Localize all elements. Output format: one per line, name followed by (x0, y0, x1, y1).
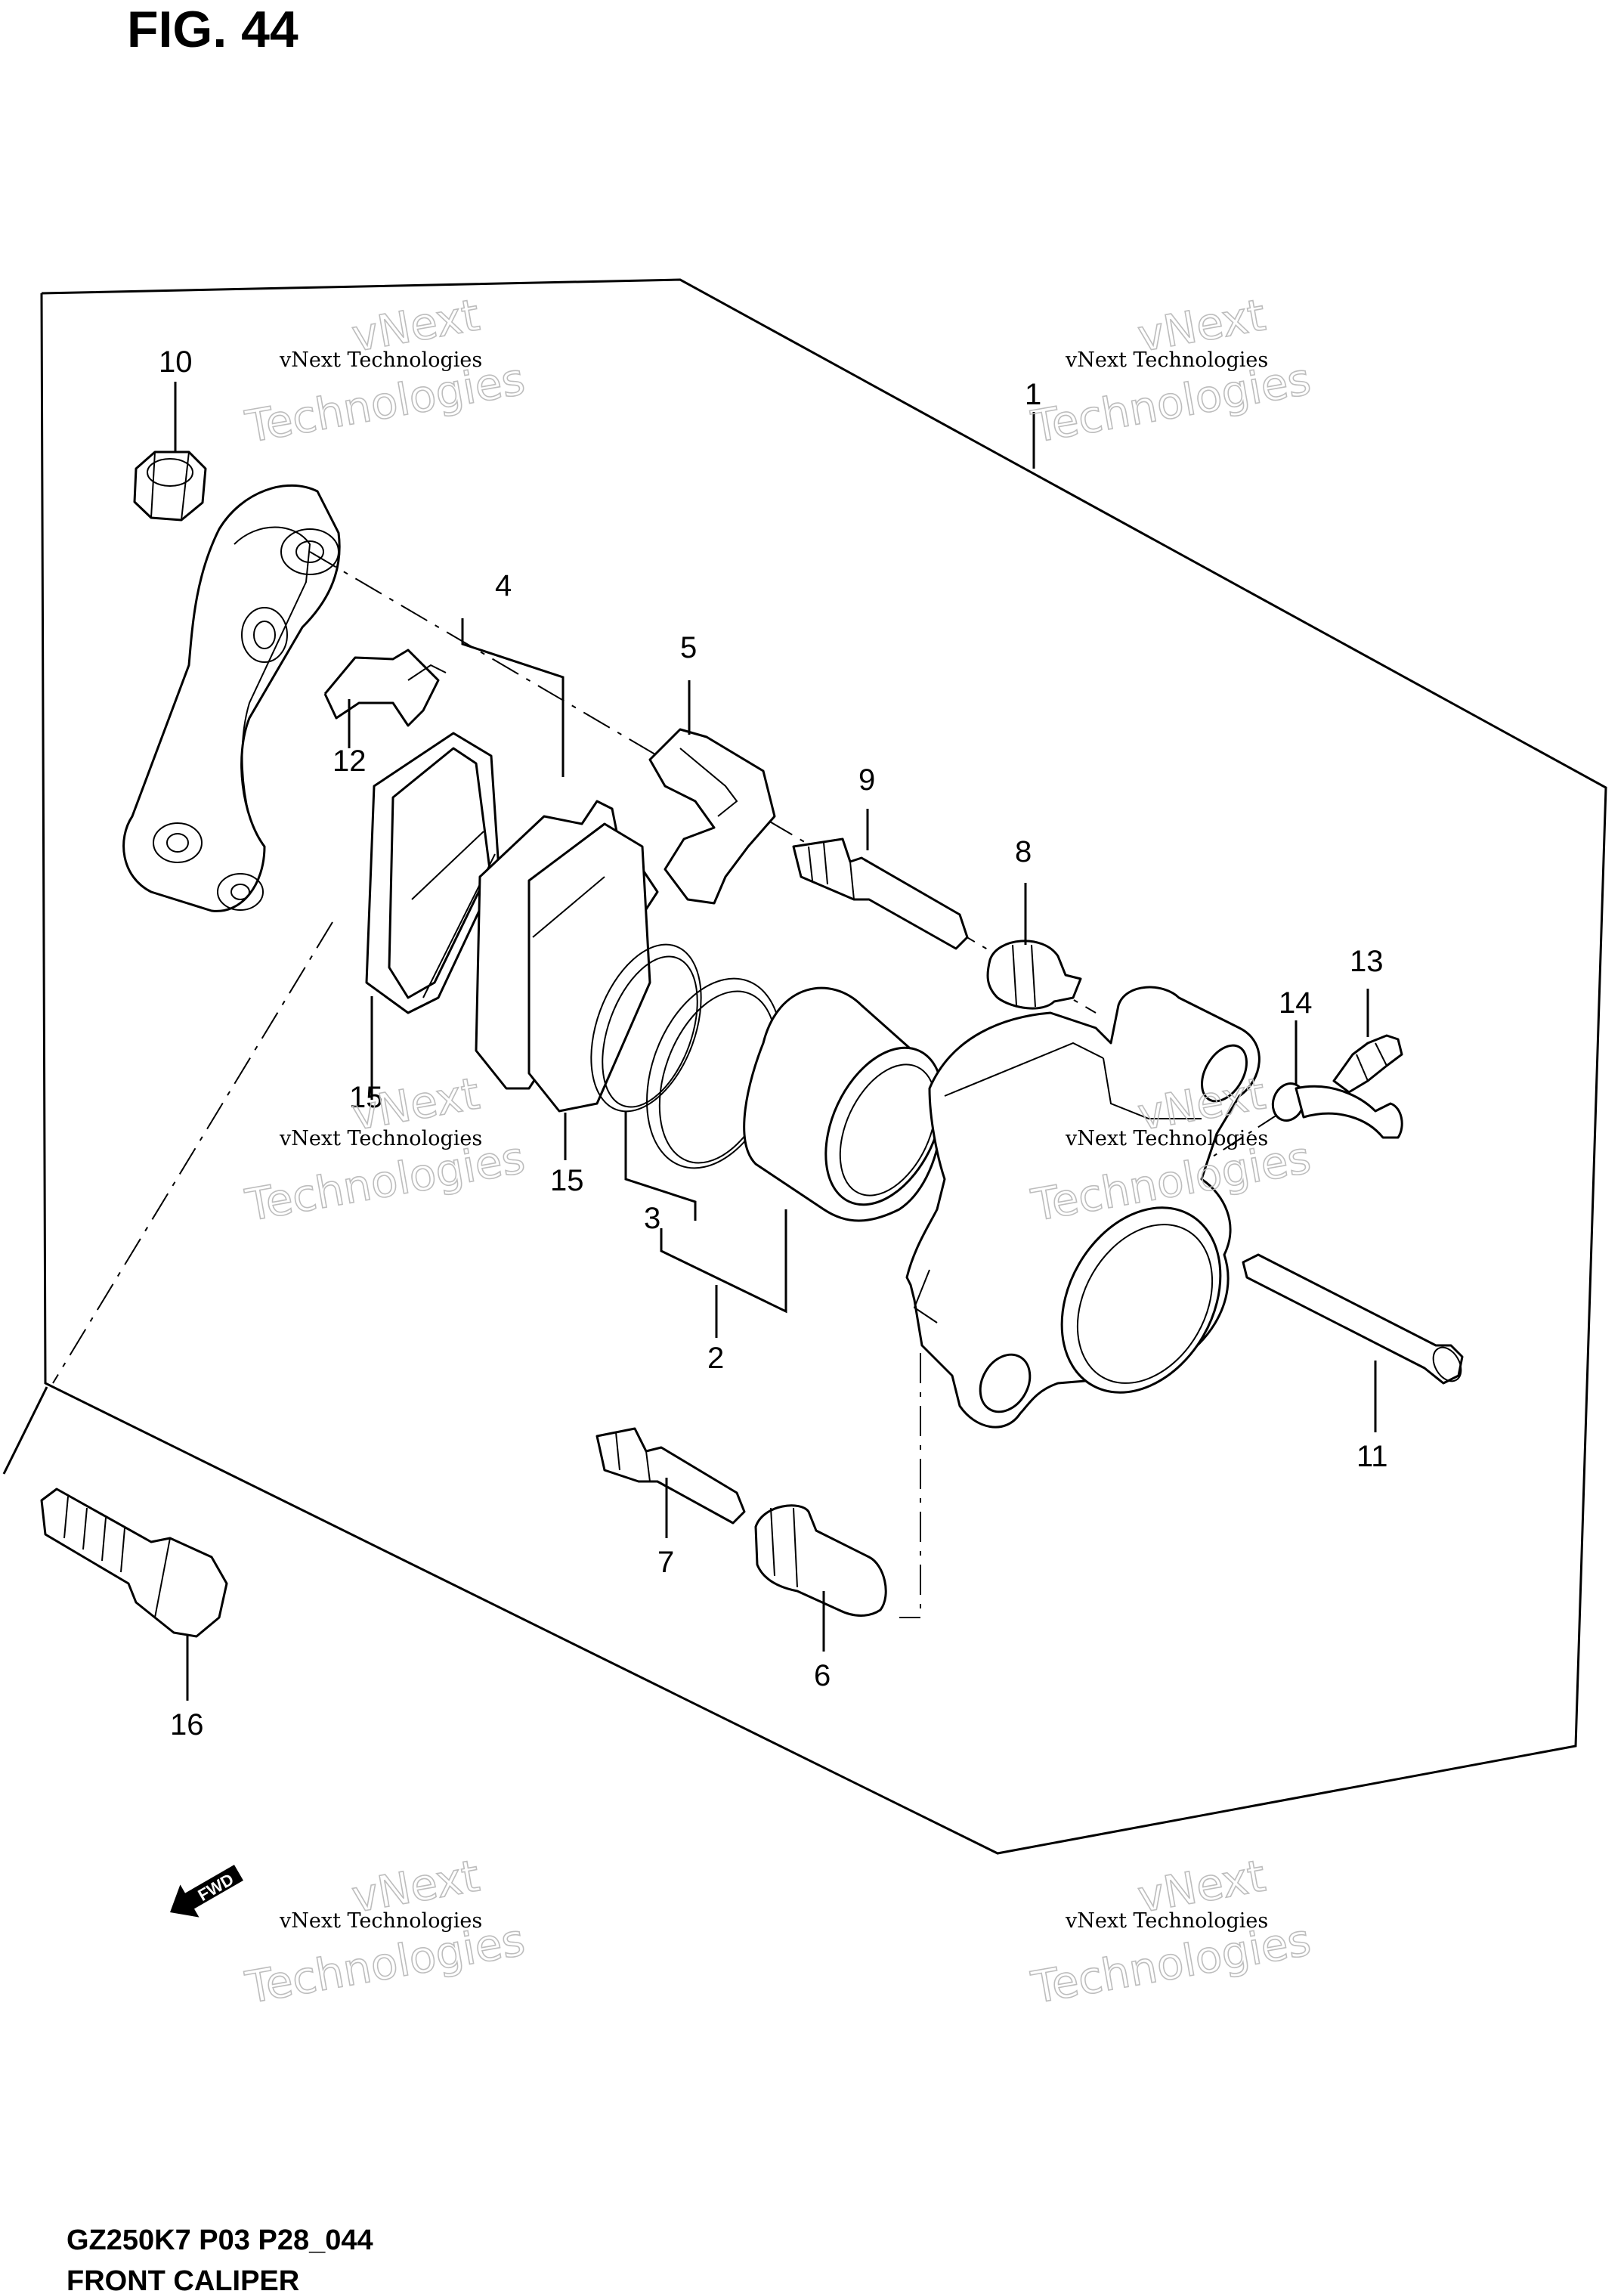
part-3-seal-outer (590, 943, 702, 1113)
fwd-arrow-icon: FWD (170, 1865, 243, 1918)
svg-text:vNext Technologies: vNext Technologies (1065, 348, 1268, 372)
callout-15b: 15 (550, 1164, 584, 1197)
part-14-banjo-fitting (1271, 1082, 1403, 1139)
callout-10: 10 (159, 345, 193, 379)
watermark-top-left: vNext vNext Technologies Technologies (241, 289, 529, 454)
part-8-boot (986, 940, 1082, 1010)
part-piston (743, 986, 944, 1222)
callout-bracket-2 (660, 1209, 787, 1314)
figure-title: FIG. 44 (127, 1, 299, 58)
callout-bracket-4 (461, 618, 565, 777)
svg-text:vNext Technologies: vNext Technologies (279, 348, 482, 372)
part-13-bleeder-screw (1332, 1034, 1403, 1094)
part-12-pad-spring (323, 649, 447, 727)
boundary-extension-line (2, 1386, 48, 1475)
part-5-pad-clip (648, 728, 776, 905)
part-11-pad-pin (1242, 1253, 1464, 1385)
watermark-bottom-right: vNext vNext Technologies Technologies (1027, 1850, 1315, 2014)
watermark-top-right: vNext vNext Technologies Technologies (1027, 289, 1315, 454)
callout-1: 1 (1025, 378, 1041, 411)
callout-15a: 15 (349, 1081, 383, 1114)
svg-text:vNext Technologies: vNext Technologies (1065, 1909, 1268, 1933)
caliper-body (905, 986, 1261, 1429)
footer-caption: FRONT CALIPER (67, 2265, 299, 2294)
part-10-nut (133, 450, 207, 522)
callout-12: 12 (333, 745, 367, 778)
caliper-bracket (122, 484, 341, 912)
callout-3: 3 (644, 1202, 660, 1235)
callout-5: 5 (680, 631, 697, 664)
callout-6: 6 (814, 1659, 831, 1692)
callout-2: 2 (707, 1342, 724, 1375)
callout-13: 13 (1350, 945, 1384, 978)
callout-11: 11 (1356, 1440, 1388, 1473)
footer-model-code: GZ250K7 P03 P28_044 (67, 2224, 373, 2256)
part-15-brake-pad-right (475, 800, 659, 1113)
svg-text:vNext Technologies: vNext Technologies (1065, 1127, 1268, 1150)
part-16-mounting-bolt (40, 1488, 228, 1638)
callout-9: 9 (858, 763, 875, 797)
callout-7: 7 (657, 1546, 674, 1579)
callout-16: 16 (170, 1708, 204, 1741)
lower-pin-axis-line (899, 1353, 921, 1618)
callout-14: 14 (1279, 986, 1313, 1020)
part-6-slide-pin-boot (754, 1504, 887, 1617)
watermark-mid-left: vNext vNext Technologies Technologies (241, 1067, 529, 1232)
part-9-slide-pin (792, 837, 969, 950)
fitting-axis-line (1212, 1114, 1278, 1157)
callout-8: 8 (1015, 835, 1032, 868)
assembly-boundary (40, 278, 1607, 1855)
bolt-axis-line (52, 921, 333, 1384)
part-7-slide-pin (595, 1427, 746, 1525)
callout-4: 4 (495, 569, 512, 602)
svg-text:vNext Technologies: vNext Technologies (279, 1909, 482, 1933)
callout-bracket-3 (624, 1111, 697, 1221)
watermark-bottom-left: vNext vNext Technologies Technologies (241, 1850, 529, 2014)
svg-text:vNext Technologies: vNext Technologies (279, 1127, 482, 1150)
